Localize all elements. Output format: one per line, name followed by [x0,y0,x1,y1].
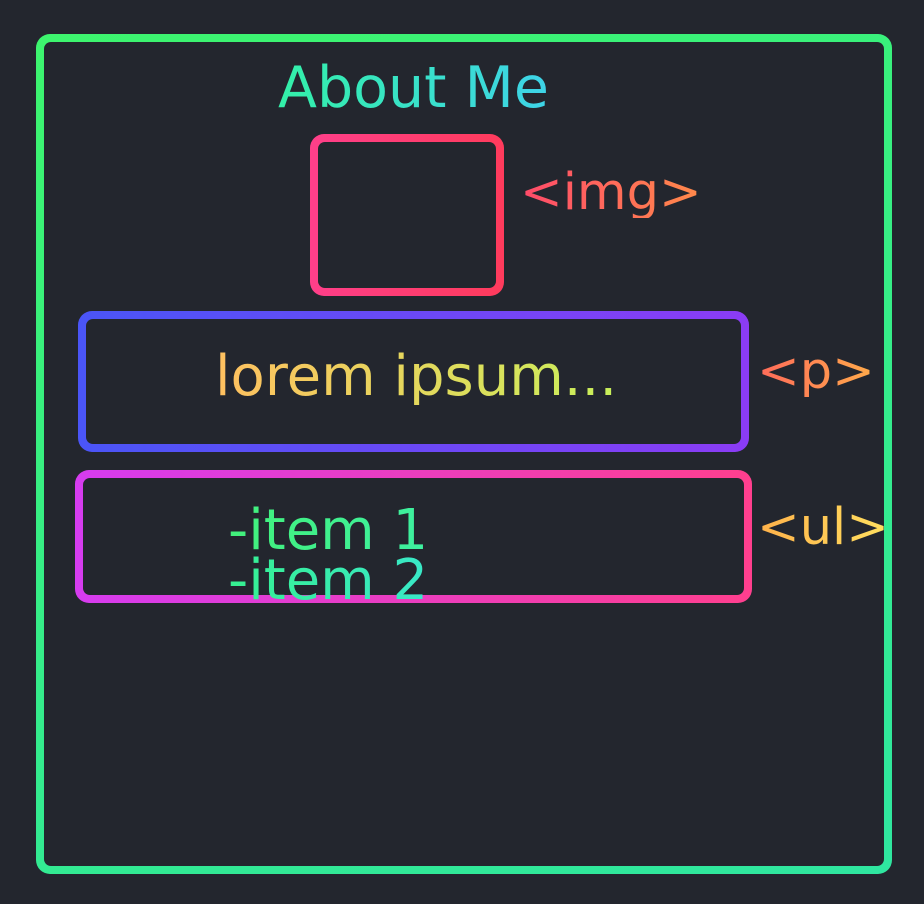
list-item: -item 1 [228,498,429,563]
img-tag-label: <img> [520,163,702,222]
paragraph-text: lorem ipsum... [215,344,618,409]
page-title: About Me [278,55,549,121]
ul-element-box [75,470,752,603]
p-tag-label: <p> [757,342,875,401]
ul-tag-label: <ul> [757,498,889,557]
img-element-box [310,134,504,296]
p-element-box [78,311,749,452]
list-item: -item 2 [228,548,429,613]
